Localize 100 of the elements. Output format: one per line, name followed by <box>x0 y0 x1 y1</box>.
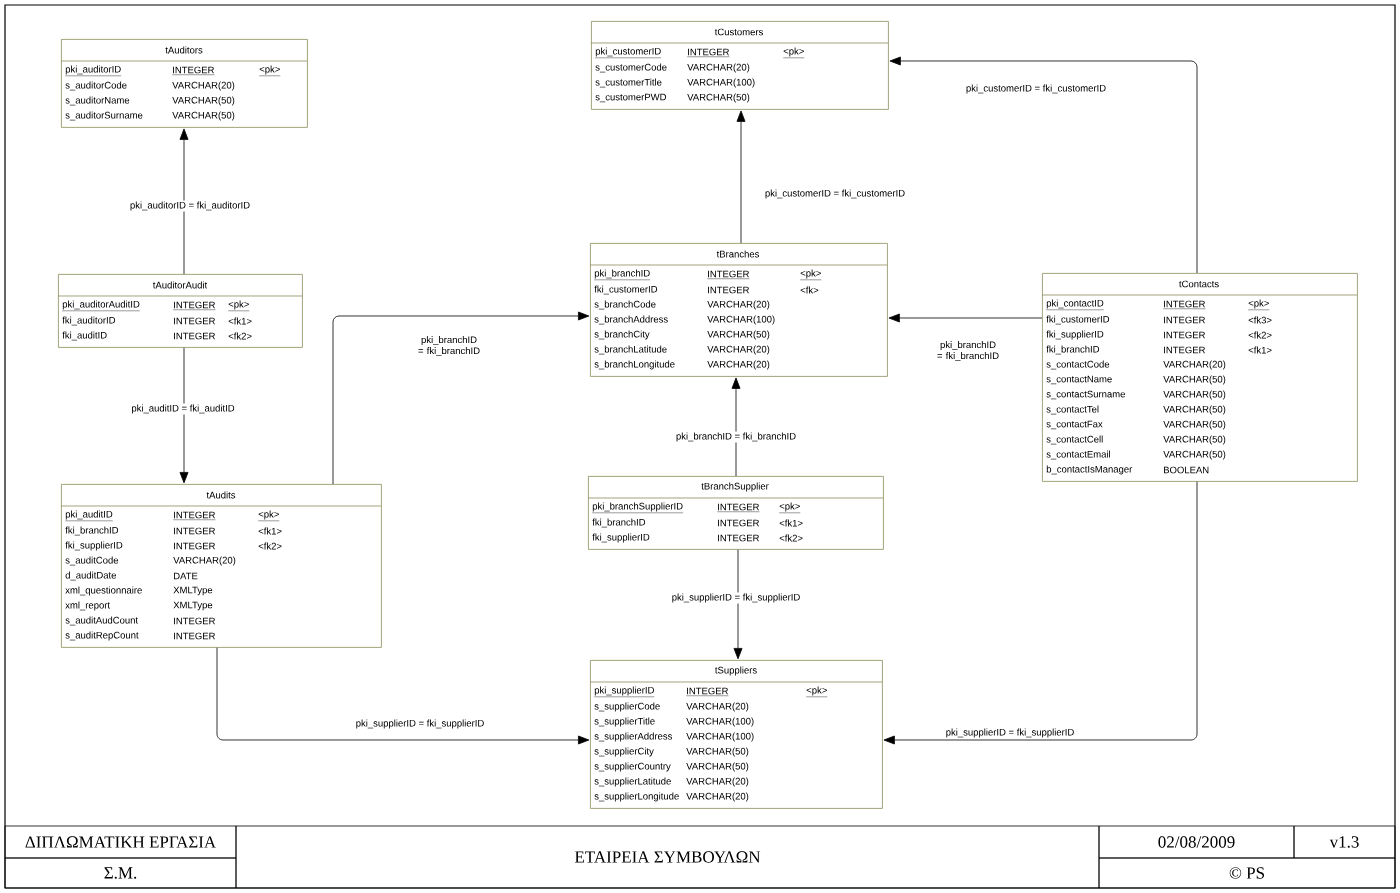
column-name: pki_auditorID <box>65 65 122 76</box>
column-name: s_supplierLongitude <box>594 792 679 802</box>
key-tag: <fk> <box>800 286 819 294</box>
table-name: tBranches <box>716 250 760 258</box>
column-name: s_auditorCode <box>65 81 127 91</box>
data-type: INTEGER <box>686 687 729 696</box>
data-type: VARCHAR(100) <box>687 78 755 88</box>
data-type: VARCHAR(50) <box>1163 390 1226 400</box>
relationship-arrow <box>888 313 1043 323</box>
table-name: tContacts <box>1179 280 1219 288</box>
column-name: s_branchAddress <box>594 315 668 325</box>
relationship-arrow <box>731 377 741 477</box>
title-block-cell: v1.3 <box>1293 825 1396 859</box>
column-name: fki_supplierID <box>65 541 123 551</box>
edge-label: pki_customerID = fki_customerID <box>964 83 1108 95</box>
key-tag: <pk> <box>806 686 828 698</box>
column-name: s_branchLongitude <box>594 360 675 370</box>
key-tag: <fk1> <box>228 317 252 325</box>
data-type: VARCHAR(50) <box>172 111 235 121</box>
relationship-arrow <box>889 56 1198 274</box>
relationship-arrow <box>332 311 590 485</box>
data-type: VARCHAR(100) <box>707 315 775 325</box>
data-type: INTEGER <box>173 511 216 520</box>
data-type: INTEGER <box>707 270 750 279</box>
column-name: s_customerPWD <box>595 93 666 103</box>
column-name: s_supplierLatitude <box>594 777 671 787</box>
key-tag: <pk> <box>779 502 801 514</box>
relationship-arrow <box>883 481 1198 745</box>
key-tag: <fk2> <box>1248 331 1272 339</box>
column-name: fki_customerID <box>594 285 658 295</box>
column-name: pki_contactID <box>1046 299 1104 311</box>
edge-label: pki_branchID = fki_branchID <box>674 431 798 443</box>
column-name: s_branchLatitude <box>594 345 667 355</box>
key-tag: <pk> <box>800 269 822 280</box>
data-type: XMLType <box>173 601 213 611</box>
column-name: s_supplierCountry <box>594 762 671 772</box>
data-type: INTEGER <box>174 632 215 640</box>
data-type: VARCHAR(100) <box>686 732 754 742</box>
column-name: s_customerTitle <box>595 78 662 88</box>
column-name: pki_branchID <box>594 269 651 280</box>
relationship-arrow <box>179 347 189 484</box>
column-name: fki_branchID <box>65 526 119 536</box>
data-type: VARCHAR(100) <box>686 717 754 727</box>
key-tag: <fk1> <box>779 519 803 527</box>
column-name: s_supplierCode <box>594 702 660 712</box>
column-name: s_supplierAddress <box>594 732 672 742</box>
data-type: VARCHAR(20) <box>687 63 750 73</box>
data-type: VARCHAR(50) <box>1163 405 1226 415</box>
column-name: s_contactName <box>1046 375 1112 385</box>
data-type: INTEGER <box>174 617 215 625</box>
column-name: fki_customerID <box>1046 315 1110 325</box>
entity-table <box>587 476 884 550</box>
data-type: INTEGER <box>718 534 759 542</box>
data-type: INTEGER <box>1164 316 1205 324</box>
data-type: BOOLEAN <box>1164 466 1209 474</box>
key-tag: <fk1> <box>258 527 282 535</box>
column-name: d_auditDate <box>65 571 116 581</box>
column-name: b_contactIsManager <box>1046 465 1133 475</box>
data-type: VARCHAR(20) <box>686 702 749 712</box>
data-type: VARCHAR(50) <box>1163 420 1226 430</box>
table-name: tAuditorAudit <box>152 281 208 289</box>
entity-table <box>60 39 308 128</box>
relationship-arrow <box>736 110 746 244</box>
data-type: VARCHAR(20) <box>686 792 749 802</box>
data-type: INTEGER <box>174 542 215 550</box>
title-block-cell: © PS <box>1098 857 1396 889</box>
data-type: VARCHAR(20) <box>686 777 749 787</box>
table-name: tAuditors <box>165 46 203 54</box>
table-name: tCustomers <box>714 28 763 36</box>
column-name: s_contactFax <box>1046 420 1103 430</box>
key-tag: <fk1> <box>1248 346 1272 354</box>
data-type: INTEGER <box>1164 331 1205 339</box>
data-type: INTEGER <box>687 48 730 57</box>
key-tag: <fk2> <box>258 542 282 550</box>
column-name: s_auditRepCount <box>65 631 139 641</box>
entity-table <box>589 660 883 809</box>
column-name: xml_report <box>65 601 110 611</box>
data-type: VARCHAR(20) <box>173 556 236 566</box>
column-name: pki_branchSupplierID <box>592 502 684 514</box>
title-block-cell: 02/08/2009 <box>1098 825 1295 859</box>
column-name: s_contactSurname <box>1046 390 1125 400</box>
data-type: VARCHAR(50) <box>172 96 235 106</box>
edge-label: pki_supplierID = fki_supplierID <box>354 718 486 730</box>
data-type: VARCHAR(20) <box>707 345 770 355</box>
edge-label: pki_branchID = fki_branchID <box>927 340 1009 362</box>
key-tag: <pk> <box>259 65 281 76</box>
column-name: pki_customerID <box>595 47 662 58</box>
key-tag: <pk> <box>228 300 250 312</box>
column-name: s_auditorName <box>65 96 130 106</box>
column-name: s_contactCell <box>1046 435 1103 445</box>
entity-table <box>1041 273 1358 482</box>
key-tag: <fk2> <box>779 534 803 542</box>
data-type: INTEGER <box>174 332 215 340</box>
data-type: INTEGER <box>718 519 759 527</box>
data-type: INTEGER <box>172 66 215 75</box>
edge-label: pki_auditorID = fki_auditorID <box>128 200 252 212</box>
data-type: DATE <box>174 572 198 580</box>
data-type: INTEGER <box>1163 300 1206 309</box>
edge-label: pki_branchID = fki_branchID <box>408 335 490 357</box>
data-type: VARCHAR(50) <box>1163 375 1226 385</box>
